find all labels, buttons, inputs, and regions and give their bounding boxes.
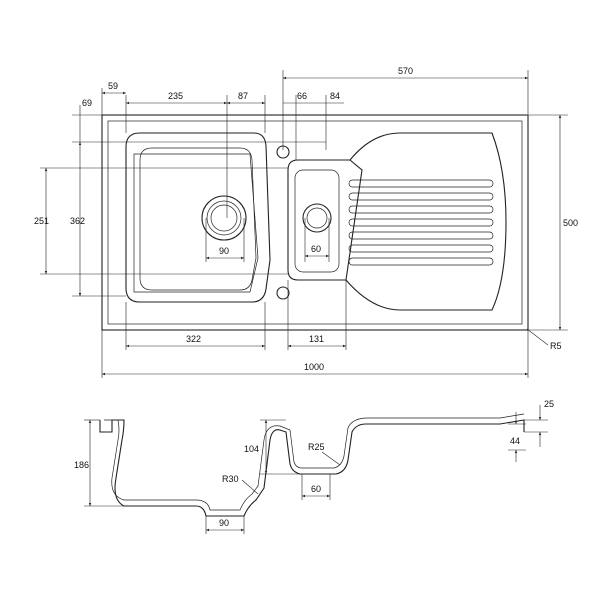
dim-84: 84 (330, 91, 340, 101)
dim-251: 251 (34, 216, 49, 226)
plan-view: 570 66 84 87 235 59 69 362 251 500 (34, 66, 578, 378)
drainer-outline (345, 132, 507, 311)
dim-131: 131 (309, 334, 324, 344)
dim-section-waste-60: 60 (311, 484, 321, 494)
main-bowl-outline (125, 132, 271, 303)
dim-59: 59 (108, 81, 118, 91)
dim-44: 44 (510, 436, 520, 446)
dim-570: 570 (398, 66, 413, 76)
main-bowl-inner (139, 147, 257, 291)
small-waste (302, 203, 332, 233)
drainer-grooves (348, 179, 494, 266)
section-profile-inner (104, 413, 525, 511)
dim-small-waste-60: 60 (311, 244, 321, 254)
dim-500: 500 (563, 218, 578, 228)
dim-section-waste-90: 90 (219, 518, 229, 528)
dim-r30: R30 (222, 474, 239, 484)
dim-1000: 1000 (304, 362, 324, 372)
dim-66: 66 (297, 91, 307, 101)
dim-104: 104 (244, 444, 259, 454)
dim-25: 25 (544, 399, 554, 409)
main-bowl-floor (133, 153, 259, 293)
dim-235: 235 (168, 91, 183, 101)
sink-inner-rim (107, 120, 523, 325)
dim-186: 186 (74, 460, 89, 470)
dim-322: 322 (186, 334, 201, 344)
section-view: 186 104 R25 R30 60 90 25 44 (74, 399, 554, 534)
small-bowl-outline (287, 159, 363, 281)
dim-r5: R5 (550, 341, 562, 351)
dim-69: 69 (82, 98, 92, 108)
dim-362: 362 (70, 216, 85, 226)
main-waste (201, 195, 247, 241)
section-profile-outer (99, 419, 525, 517)
sink-outer-outline (101, 114, 529, 331)
dim-87: 87 (238, 91, 248, 101)
dim-main-waste-90: 90 (219, 246, 229, 256)
tap-hole-bottom (276, 286, 290, 300)
small-bowl-inner (294, 169, 340, 273)
dim-r25: R25 (308, 442, 325, 452)
